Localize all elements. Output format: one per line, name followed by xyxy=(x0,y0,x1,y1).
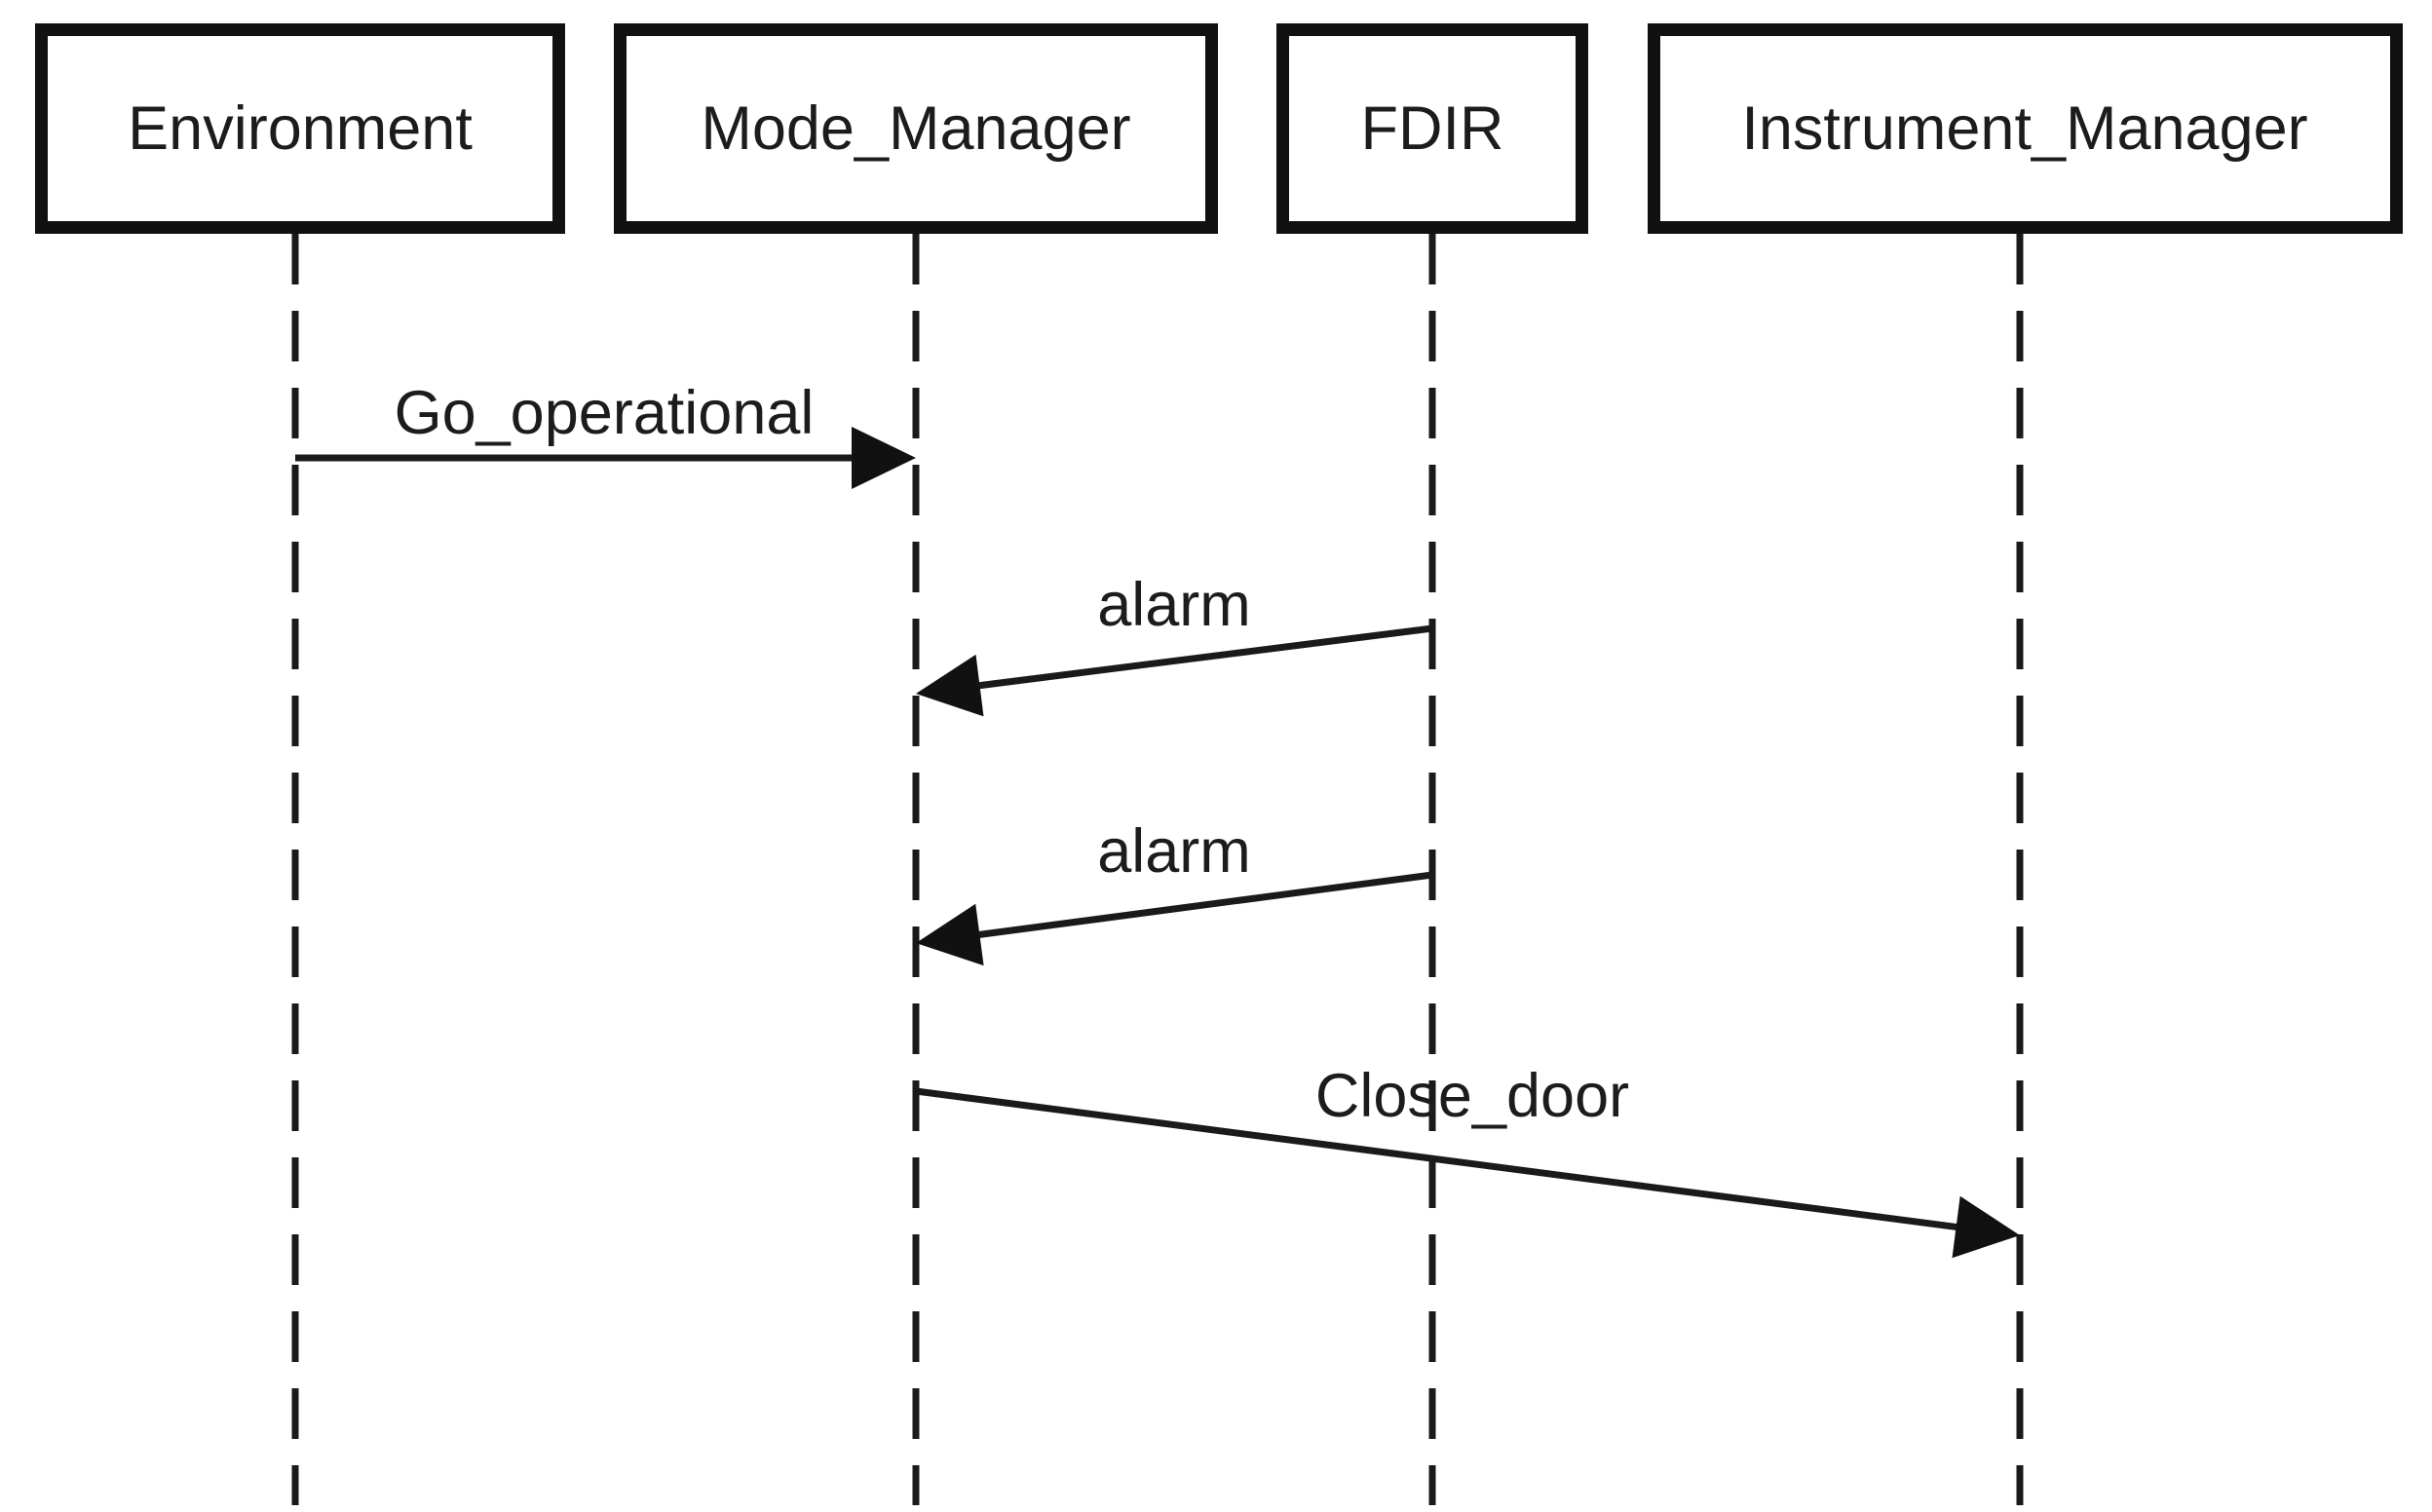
actor-label-fdir: FDIR xyxy=(1361,94,1504,163)
actor-fdir: FDIR xyxy=(1276,23,1588,234)
actor-label-environment: Environment xyxy=(128,94,473,163)
message-go-operational: Go_operational xyxy=(295,379,916,489)
message-line-alarm-1 xyxy=(930,624,1433,696)
message-line-close-door xyxy=(915,1087,2006,1237)
actor-box-instrument-manager xyxy=(1648,23,2403,234)
message-label-close-door: Close_door xyxy=(1315,1062,1629,1130)
actor-mode-manager: Mode_Manager xyxy=(614,23,1218,234)
actor-box-fdir xyxy=(1276,23,1588,234)
message-label-alarm-1: alarm xyxy=(1097,571,1251,639)
message-alarm-1: alarm xyxy=(916,571,1433,717)
message-label-go-operational: Go_operational xyxy=(395,379,815,447)
arrowhead-alarm-2 xyxy=(916,903,984,966)
actor-environment: Environment xyxy=(35,23,565,234)
actor-instrument-manager: Instrument_Manager xyxy=(1648,23,2403,234)
actor-label-instrument-manager: Instrument_Manager xyxy=(1741,94,2307,163)
actor-box-environment xyxy=(35,23,565,234)
arrowhead-go-operational xyxy=(852,427,916,489)
actor-label-mode-manager: Mode_Manager xyxy=(701,94,1130,163)
arrowhead-alarm-1 xyxy=(916,654,984,717)
message-label-alarm-2: alarm xyxy=(1097,817,1251,886)
message-close-door: Close_door xyxy=(915,1062,2020,1259)
message-line-alarm-2 xyxy=(930,871,1433,945)
actor-box-mode-manager xyxy=(614,23,1218,234)
message-alarm-2: alarm xyxy=(916,817,1433,966)
arrowhead-close-door xyxy=(1952,1195,2020,1259)
